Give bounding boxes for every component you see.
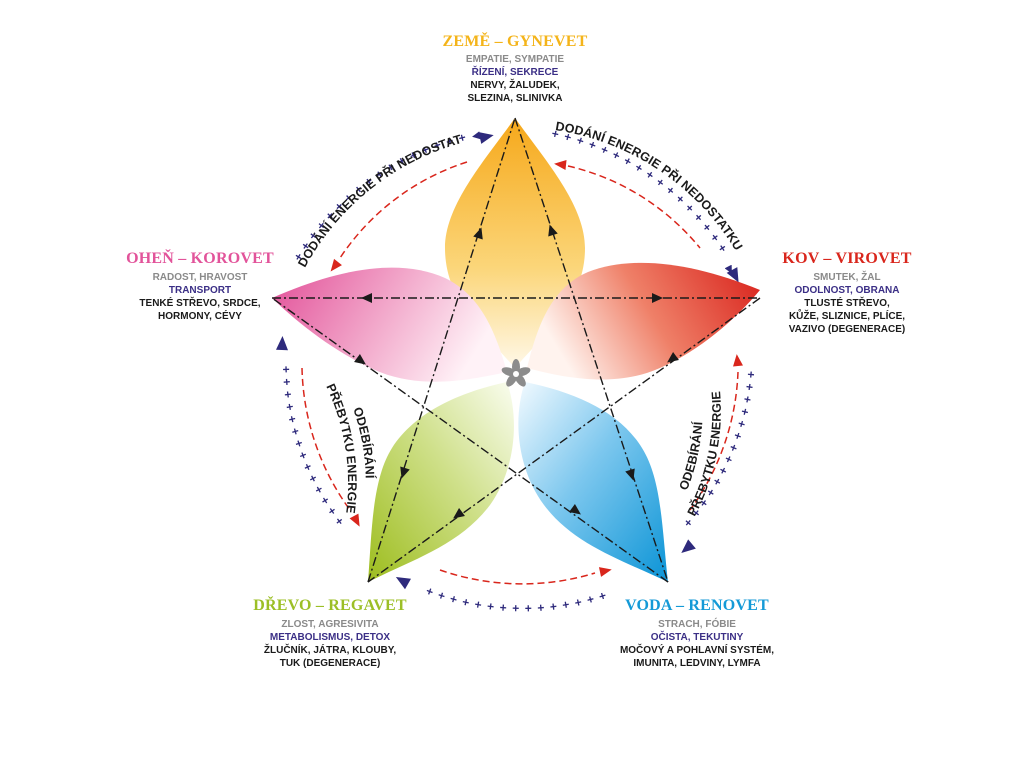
element-emotion: ZLOST, AGRESIVITA [281,619,379,630]
star-line [514,117,669,583]
red-arrowhead [554,160,567,170]
blue-arrowhead [395,577,411,590]
pentagram-arrows [354,224,679,519]
petal-wood [368,382,514,582]
star-line [367,117,516,583]
red-arc [689,371,739,511]
element-organs-3: VAZIVO (DEGENERACE) [788,324,906,335]
red-arrowheads [330,160,743,577]
element-title: VODA – RENOVET [625,597,769,614]
arrow-head [453,507,465,519]
element-earth: ZEMĚ – GYNEVET EMPATIE, SYMPATIE ŘÍZENÍ,… [415,33,615,105]
red-arrowhead [733,354,743,367]
element-title: DŘEVO – REGAVET [253,597,407,614]
red-arc [439,569,596,585]
star-line [271,297,669,583]
arrow-head [361,293,372,303]
flower-icon [501,359,531,387]
arrow-head [667,351,679,363]
arrow-head [625,468,635,481]
pentagram [271,117,761,583]
element-organs-2: IMUNITA, LEDVINY, LYMFA [633,658,761,669]
petal-fire [272,267,507,382]
arc-label-supply-left: DODÁNÍ ENERGIE PŘI NEDOSTATKU [0,0,463,269]
red-arc [567,165,701,249]
element-emotion: RADOST, HRAVOST [152,272,248,283]
red-arc [301,367,351,511]
element-emotion: STRACH, FÓBIE [658,619,736,630]
element-organs-1: NERVY, ŽALUDEK, [470,80,560,91]
element-wood: DŘEVO – REGAVET ZLOST, AGRESIVITA METABO… [220,597,440,670]
element-organs-2: SLEZINA, SLINIVKA [467,93,563,104]
element-title: KOV – VIROVET [782,250,912,267]
red-arrowhead [598,567,612,577]
element-fire: OHEŇ – KOROVET RADOST, HRAVOST TRANSPORT… [100,250,300,323]
arrow-head [569,503,581,515]
element-organs-1: TLUSTÉ STŘEVO, [804,298,890,309]
blue-arrowhead [726,267,739,283]
arrow-head [473,227,483,240]
arrow-head [354,353,366,365]
arrow-head [652,293,663,303]
element-function: METABOLISMUS, DETOX [269,632,391,643]
blue-arrowhead [478,132,494,144]
element-emotion: SMUTEK, ŽAL [813,272,881,283]
element-metal: KOV – VIROVET SMUTEK, ŽAL ODOLNOST, OBRA… [742,250,952,336]
element-title: ZEMĚ – GYNEVET [442,33,588,50]
star-line [367,297,761,583]
element-water: VODA – RENOVET STRACH, FÓBIE OČISTA, TEK… [582,597,812,670]
petal-earth [445,118,585,368]
element-function: ODOLNOST, OBRANA [794,285,900,296]
element-organs-1: ŽLUČNÍK, JÁTRA, KLOUBY, [263,645,397,656]
element-organs-2: TUK (DEGENERACE) [279,658,381,669]
petals [272,118,760,582]
red-arrowhead [349,513,360,527]
arrow-head [548,224,558,237]
red-arc [339,161,468,259]
petal-metal [527,262,760,380]
blue-arrowhead [681,539,696,553]
element-function: OČISTA, TEKUTINY [650,632,744,643]
element-function: TRANSPORT [168,285,232,296]
element-organs-2: KŮŽE, SLIZNICE, PLÍCE, [788,311,906,322]
arrow-head [400,466,410,479]
element-function: ŘÍZENÍ, SEKRECE [471,67,559,78]
element-emotion: EMPATIE, SYMPATIE [465,54,565,65]
element-organs-1: MOČOVÝ A POHLAVNÍ SYSTÉM, [619,645,775,656]
element-organs-1: TENKÉ STŘEVO, SRDCE, [139,298,261,309]
red-arrowhead [330,258,342,272]
blue-arrowhead [276,336,288,351]
petal-water [518,382,668,582]
element-organs-2: HORMONY, CÉVY [158,311,242,322]
element-title: OHEŇ – KOROVET [126,250,274,267]
inner-dashed-arcs [301,161,739,585]
